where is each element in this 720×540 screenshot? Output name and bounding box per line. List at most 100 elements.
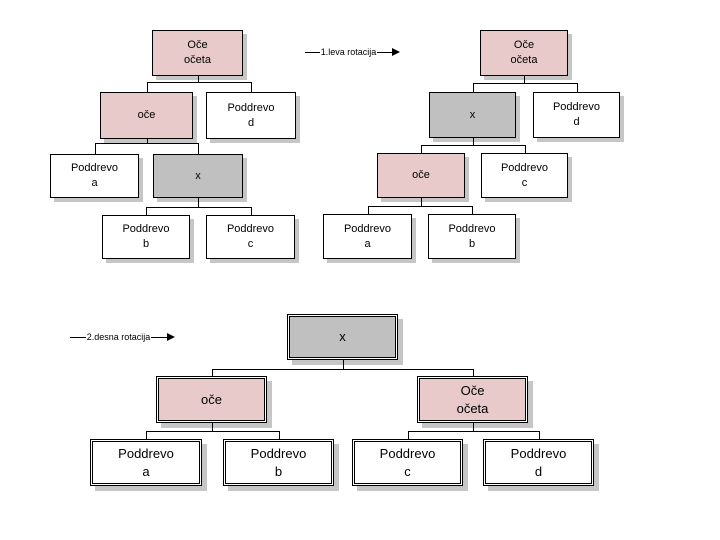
left-rotation-arrow: 1.leva rotacija [305,46,400,58]
left-rotation-arrow-label: 1.leva rotacija [320,47,377,57]
connector-line [539,431,540,439]
connector-line [408,431,540,432]
tree-node-t2-poddrevo-c: Poddrevo c [481,153,568,198]
connector-line [95,143,96,154]
node-label: Poddrevo [118,445,174,461]
node-label: a [142,463,150,479]
connector-line [147,82,148,92]
tree-node-t2-poddrevo-a: Poddrevo a [323,214,412,259]
arrow-line [70,336,86,338]
node-label: Poddrevo [122,223,170,236]
node-label: c [404,463,411,479]
connector-line [408,431,409,439]
connector-line [147,139,148,143]
node-label: x [339,329,346,345]
node-label: oče [137,109,156,122]
node-label: b [468,237,476,250]
node-label: Poddrevo [70,162,119,175]
connector-line [473,138,474,145]
connector-line [147,82,252,83]
arrow-line [305,51,320,53]
connector-line [212,423,213,431]
tree-node-t3-x: x [287,314,398,360]
tree-node-t1-x: x [153,154,243,198]
node-label: Oče [460,382,485,398]
connector-line [95,143,199,144]
node-label: Poddrevo [510,445,567,461]
tree-node-t3-oce-oceta: Oče očeta [417,376,528,423]
node-label: Poddrevo [227,101,275,114]
node-label: Poddrevo [448,222,496,235]
node-label: Poddrevo [226,223,275,236]
connector-line [524,76,525,83]
connector-line [146,431,147,439]
node-label: očeta [456,400,489,416]
node-label: oče [412,169,430,182]
node-label: Poddrevo [343,222,392,235]
tree-node-t3-poddrevo-a: Poddrevo a [90,439,202,486]
tree-node-t1-poddrevo-a: Poddrevo a [50,154,139,198]
connector-line [343,360,344,369]
connector-line [251,207,252,215]
node-label: Oče [513,39,535,52]
node-label: b [274,463,283,479]
node-label: x [469,108,476,121]
tree-node-t1-poddrevo-b: Poddrevo b [102,215,190,259]
connector-line [251,82,252,92]
arrow-line [151,336,168,338]
tree-node-t3-poddrevo-b: Poddrevo b [223,439,334,486]
node-label: očeta [510,54,538,66]
connector-line [198,143,199,154]
tree-node-t1-poddrevo-c: Poddrevo c [206,215,295,259]
tree-node-t2-oce-oceta: Oče očeta [480,30,568,76]
node-label: b [142,238,150,250]
tree-node-t2-x: x [429,92,516,138]
arrowhead-right-icon [167,333,176,341]
node-label: Poddrevo [250,445,307,461]
connector-line [146,431,280,432]
connector-line [577,83,578,92]
node-label: d [534,463,543,479]
connector-line [212,369,213,376]
tree-node-t2-poddrevo-d: Poddrevo d [533,92,620,138]
connector-line [198,198,199,207]
connector-line [421,145,526,146]
connector-line [146,207,147,215]
connector-line [421,145,422,153]
node-label: c [521,176,528,189]
connector-line [473,83,578,84]
node-label: Poddrevo [500,161,549,174]
tree-node-t1-oce: oče [100,92,193,139]
node-label: c [247,238,254,250]
node-label: x [195,169,201,182]
connector-line [473,83,474,92]
arrowhead-right-icon [392,48,400,56]
connector-line [146,207,252,208]
right-rotation-arrow: 2.desna rotacija [70,331,176,343]
connector-line [421,198,422,206]
connector-line [368,206,369,214]
node-label: a [91,177,98,189]
connector-line [198,76,199,82]
tree-node-t3-poddrevo-d: Poddrevo d [483,439,594,486]
node-label: oče [201,391,222,407]
node-label: očeta [184,54,211,66]
node-label: Poddrevo [379,445,436,461]
tree-node-t1-oce-oceta: Oče očeta [152,30,243,76]
node-label: Poddrevo [552,101,601,114]
node-label: a [364,237,371,250]
connector-line [472,206,473,214]
node-label: d [573,116,580,128]
arrow-line [377,51,392,53]
connector-line [279,431,280,439]
connector-line [368,206,473,207]
connector-line [473,423,474,431]
node-label: d [247,116,255,129]
tree-node-t3-oce: oče [156,376,267,423]
node-label: Oče [187,39,208,52]
connector-line [473,369,474,376]
tree-node-t3-poddrevo-c: Poddrevo c [352,439,463,486]
connector-line [212,369,474,370]
tree-node-t1-poddrevo-d: Poddrevo d [206,92,296,139]
